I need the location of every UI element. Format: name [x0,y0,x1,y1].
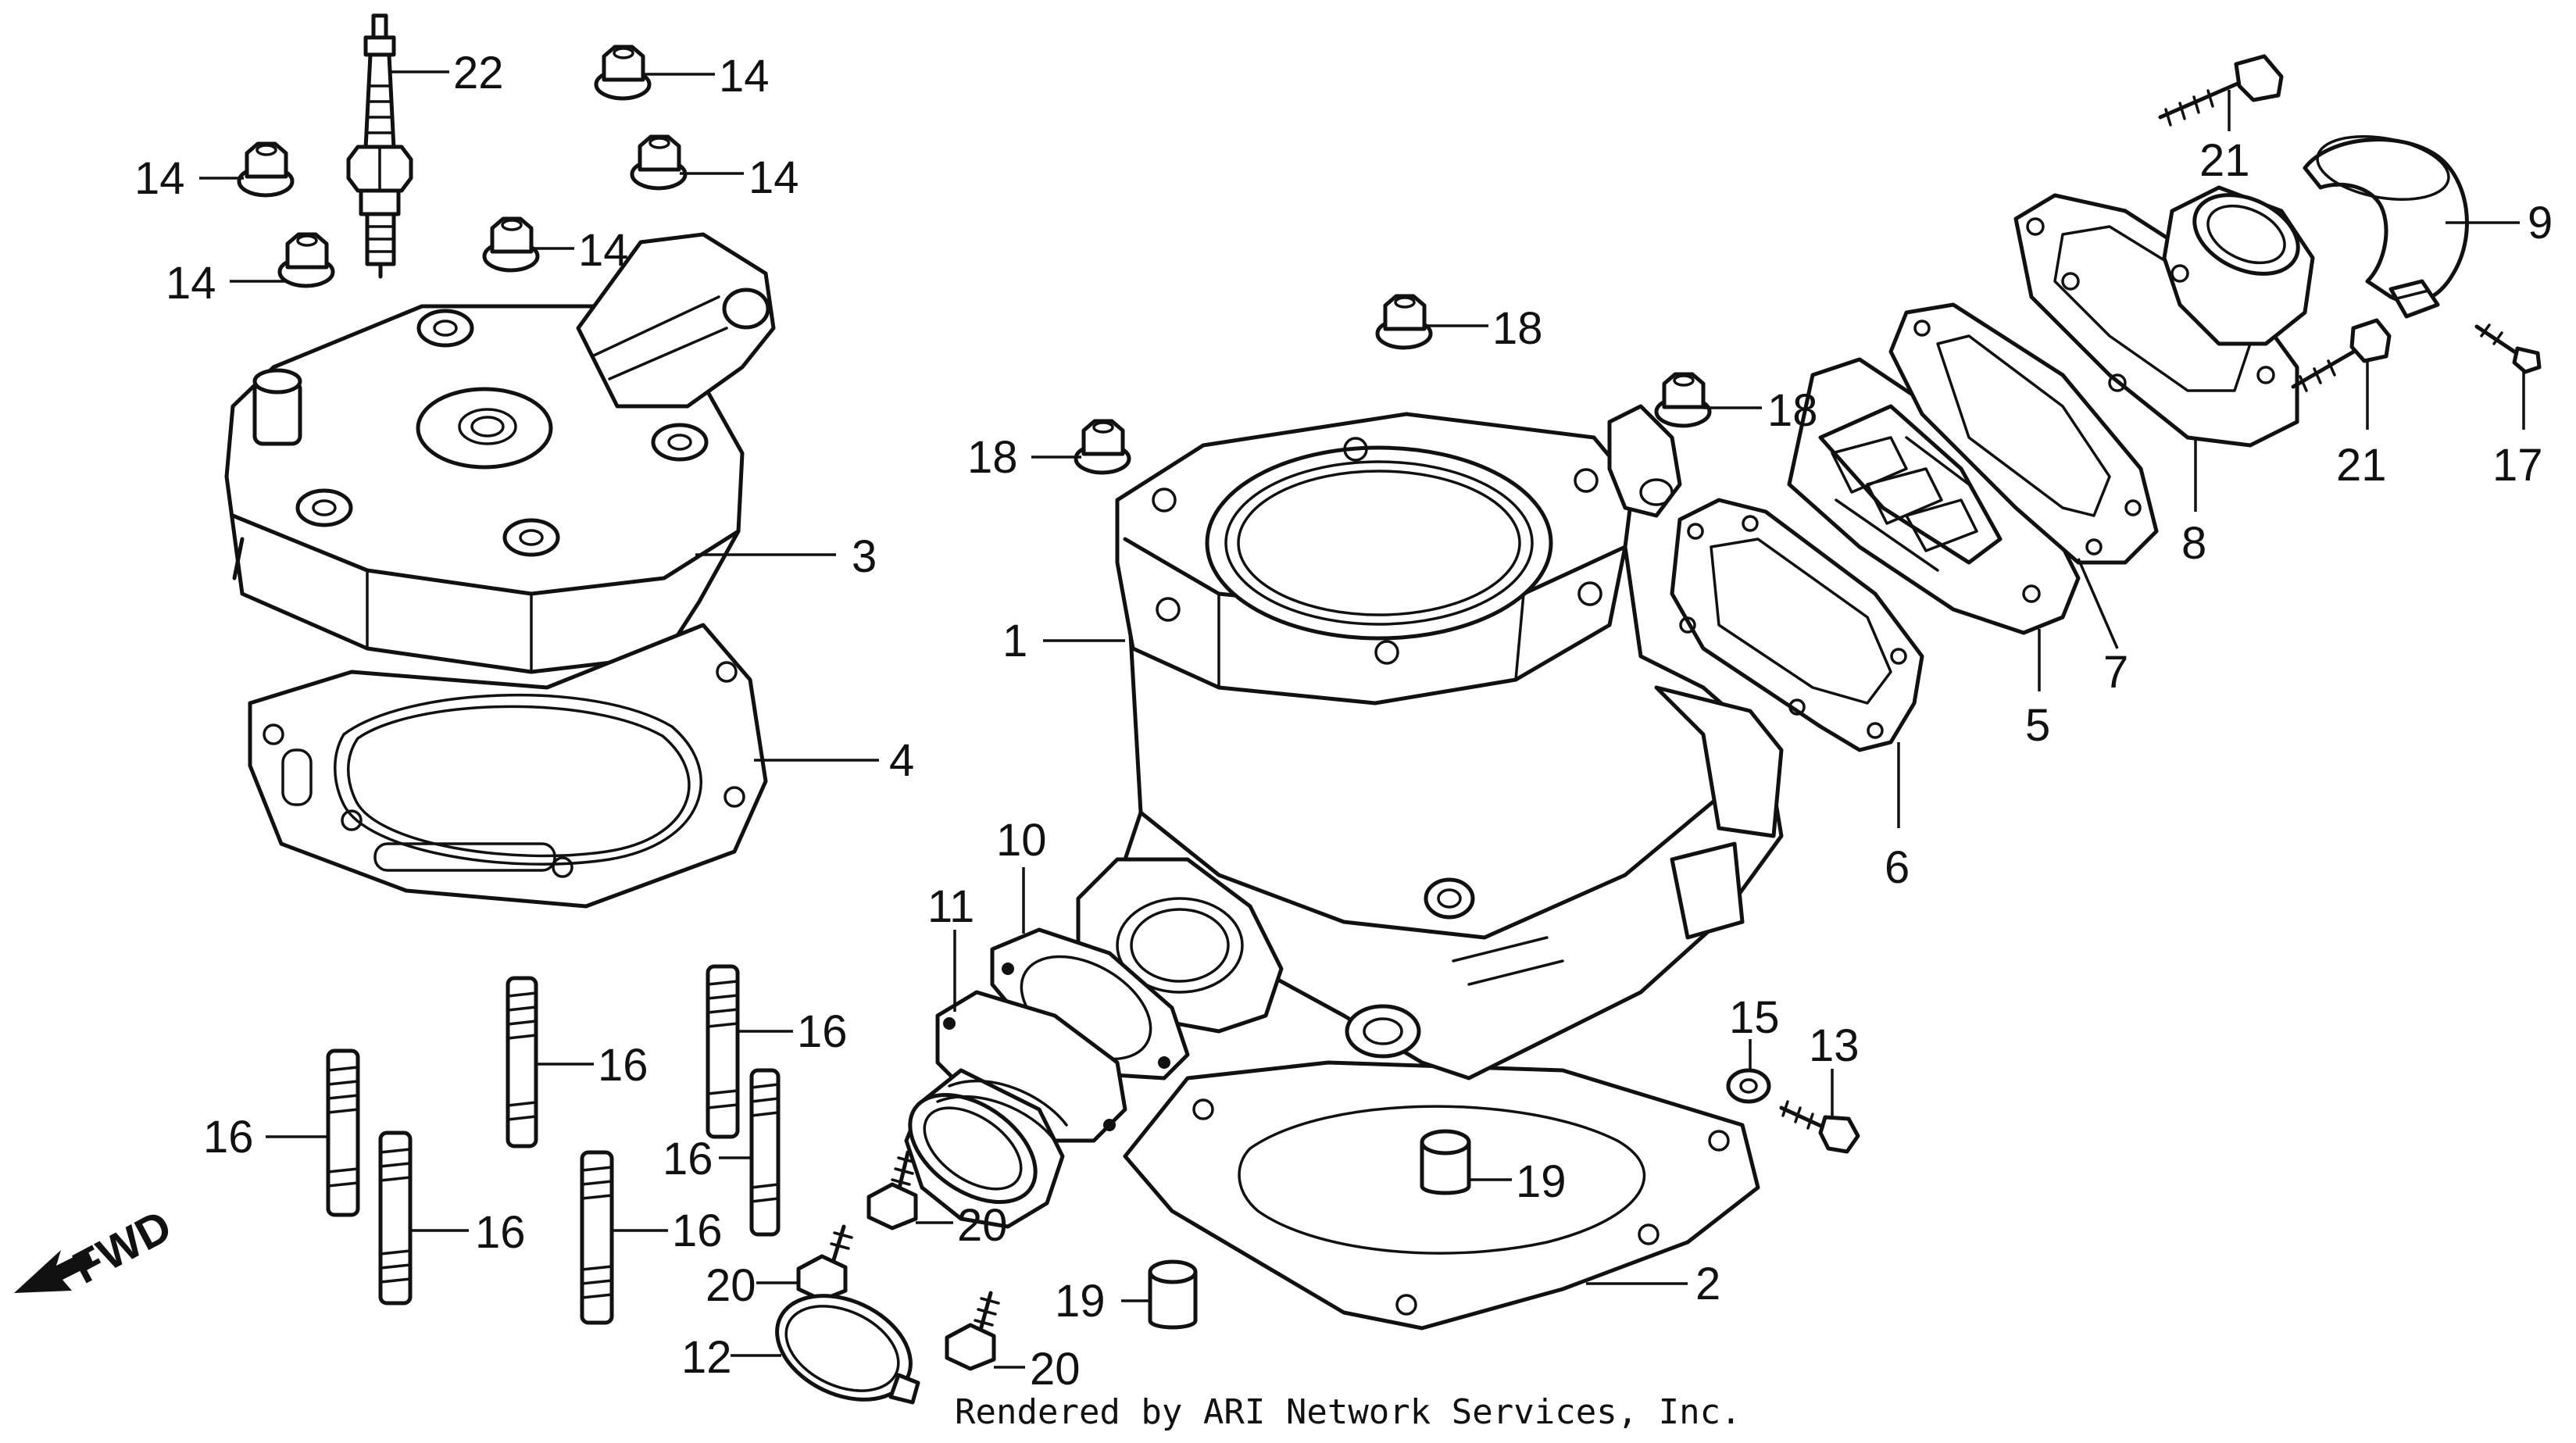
part-8-intake-joint[interactable] [2013,180,2315,448]
callout-18: 18 [967,432,1018,483]
part-18-nut-a[interactable] [1375,294,1433,350]
callout-7: 7 [2103,647,2128,698]
part-5-reed-valve[interactable] [1787,357,2081,635]
part-14-nut-c[interactable] [594,45,652,101]
callout-16: 16 [475,1207,526,1258]
callout-4: 4 [889,735,914,786]
part-20-bolt-a[interactable] [866,1150,918,1230]
callout-19: 19 [1516,1156,1567,1207]
callout-10: 10 [996,815,1047,866]
callout-14: 14 [578,225,629,276]
part-18-nut-b[interactable] [1074,419,1131,475]
callout-6: 6 [1885,842,1910,893]
callout-18: 18 [1767,385,1818,436]
callout-14: 14 [719,51,770,102]
callout-12: 12 [681,1332,732,1383]
part-10-exhaust-gasket[interactable] [990,927,1190,1080]
part-20-bolt-c[interactable] [945,1291,1000,1371]
callout-2: 2 [1695,1259,1720,1309]
part-16-stud-a[interactable] [326,1048,360,1217]
callout-labels: 22 14 14 14 14 14 3 4 18 18 18 1 21 21 9… [134,48,2553,1395]
part-16-stud-d[interactable] [706,964,740,1139]
part-17-bolt[interactable] [2474,323,2542,374]
callout-21: 21 [2336,440,2387,491]
callout-1: 1 [1002,616,1027,666]
part-19-dowel-a[interactable] [1420,1129,1471,1195]
callout-14: 14 [749,152,799,203]
callout-16: 16 [203,1112,254,1163]
callout-13: 13 [1809,1020,1860,1071]
callout-19: 19 [1055,1276,1106,1327]
part-4-head-gasket[interactable] [248,623,768,909]
part-2-base-gasket[interactable] [1123,1060,1760,1330]
callout-15: 15 [1729,992,1780,1043]
callout-21: 21 [2199,135,2250,186]
callout-16: 16 [797,1006,848,1057]
part-16-stud-f[interactable] [580,1150,614,1325]
callout-5: 5 [2025,700,2050,751]
part-7-gasket[interactable] [1888,302,2159,565]
part-1-cylinder[interactable] [1076,404,1784,1080]
fwd-label: FWD [65,1200,180,1293]
part-21-bolt-b[interactable] [2291,318,2392,392]
callout-11: 11 [927,881,974,932]
part-20-bolt-b[interactable] [796,1224,853,1302]
callout-14: 14 [166,258,216,309]
part-9-clamp-band[interactable] [2303,127,2469,319]
part-14-nut-b[interactable] [277,232,335,288]
leader-lines [199,70,2525,1369]
callout-16: 16 [663,1134,713,1184]
part-11-exhaust-joint[interactable] [891,990,1127,1229]
part-6-reed-gasket[interactable] [1670,498,1924,752]
callout-8: 8 [2181,518,2206,569]
part-14-nut-e[interactable] [482,216,540,273]
part-13-bolt[interactable] [1779,1100,1860,1154]
callout-18: 18 [1492,303,1543,354]
part-21-bolt-a[interactable] [2158,54,2284,127]
part-14-nut-a[interactable] [237,141,295,198]
part-16-stud-e[interactable] [749,1068,781,1237]
part-15-washer[interactable] [1726,1068,1771,1104]
callout-17: 17 [2492,440,2543,491]
callout-20: 20 [957,1200,1008,1251]
callout-20: 20 [706,1260,756,1311]
part-22-spark-plug[interactable] [346,13,413,279]
part-12-clamp[interactable] [760,1276,927,1420]
part-3-cylinder-head[interactable] [224,232,776,674]
callout-16: 16 [672,1205,723,1256]
callout-14: 14 [134,153,185,204]
callout-22: 22 [453,48,504,98]
part-16-stud-b[interactable] [378,1130,413,1305]
callout-20: 20 [1030,1344,1081,1395]
callout-3: 3 [852,531,877,582]
callout-16: 16 [598,1040,648,1091]
footer-credit: Rendered by ARI Network Services, Inc. [955,1392,1742,1432]
part-14-nut-d[interactable] [630,134,688,191]
part-16-stud-c[interactable] [506,976,538,1148]
part-19-dowel-b[interactable] [1148,1259,1198,1330]
part-18-nut-c[interactable] [1654,372,1712,428]
fwd-arrow-icon: FWD [14,1200,180,1294]
callout-9: 9 [2528,198,2553,248]
